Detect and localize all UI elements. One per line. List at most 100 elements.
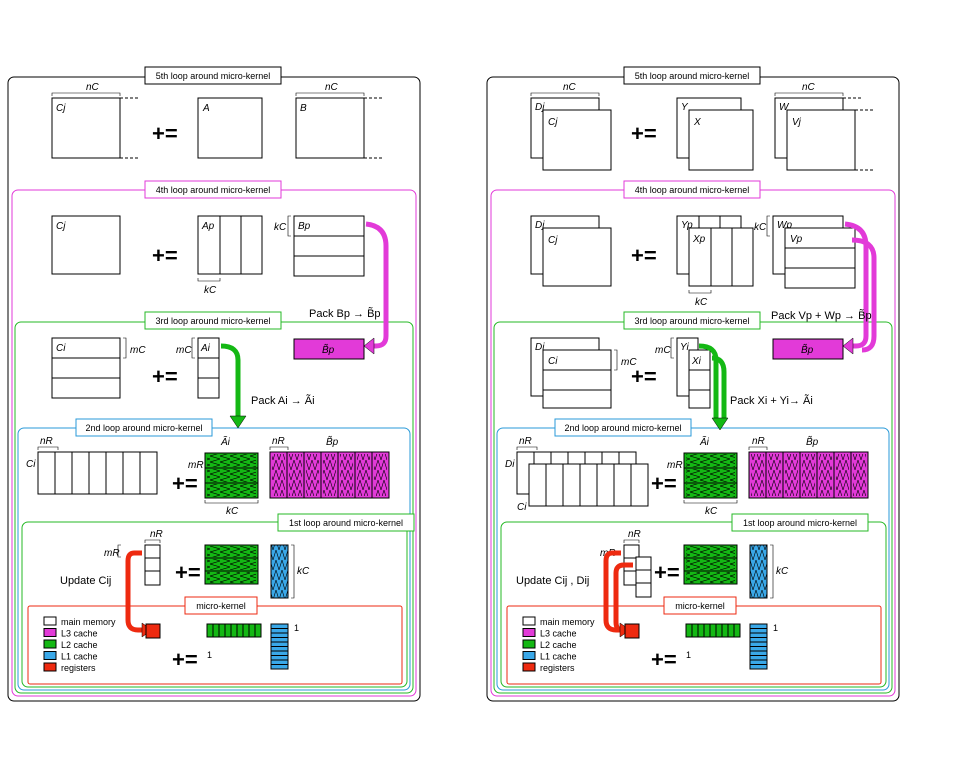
loop3-label-box [144,311,282,330]
r-nc-label-2: nC [802,82,816,93]
bp-tilde-zig [306,454,319,496]
nc-label-1: nC [86,82,100,93]
cij-column [144,544,161,586]
pack-b-label: Pack Bp → B̃p [309,307,381,320]
loop1-label: 1st loop around micro-kernel [289,518,403,528]
r-one-label-a: 1 [686,650,691,660]
bp-tilde-block [293,338,365,360]
kc-brace-ai [204,500,259,504]
r-bp-col-row [749,659,768,665]
plus-eq-4: += [172,471,198,496]
update-label: Update Cij [60,575,111,587]
r-ai-tilde-zig [686,454,735,467]
bp-col-row [270,655,289,661]
r-ai-tilde-zig [686,484,735,497]
ci-label: Ci [56,343,66,354]
ai-row-cell [212,623,220,638]
r-ai-row-cell [709,623,717,638]
cj-matrix-2 [51,215,121,275]
plus-eq-5: += [175,560,201,585]
r-loop1-frame [500,521,887,688]
ci-label-2: Ci [26,459,36,470]
ci-strip-cell [54,451,73,495]
r-nr-brace-3 [623,539,640,543]
loop5-label-box [144,66,282,85]
bp-col-row [270,637,289,643]
r-ci-label: Ci [548,356,558,367]
loop1-label-box [277,513,415,532]
a-matrix [197,97,263,159]
r-pack-a-arrow-2 [711,355,727,420]
legend-label: L1 cache [540,652,577,662]
r-loop2-label-box [554,418,692,437]
bp-col-row [270,632,289,638]
r-bp-col-row [749,664,768,670]
r-loop2-label: 2nd loop around micro-kernel [564,423,681,433]
r-bp-tilde-label: B̃p [801,343,814,356]
legend-label: registers [61,663,96,673]
r-bp-col-row [749,641,768,647]
r-ci-small-label: Ci [517,502,527,513]
r-nr-label-1: nR [519,436,532,447]
ci-strip-r-cell [579,463,598,507]
r-register-arrow-2 [613,562,633,633]
legend-label: main memory [61,617,116,627]
ai-micro-zig [207,546,256,557]
pack-a-arrowhead [229,415,247,429]
ai-row-register [206,623,262,638]
r-register-arrow-1 [603,550,622,633]
xi-panel [688,349,711,409]
vj-label: Vj [792,117,802,128]
r-loop2-frame [496,427,890,691]
loop2-label: 2nd loop around micro-kernel [85,423,202,433]
loop2-frame [17,427,411,691]
mc-label-ci: mC [130,345,146,356]
register-block [145,623,161,639]
a-label: A [202,103,210,114]
w-label: W [779,102,790,113]
ci-strip-r-cell [596,463,615,507]
ai-row-cell [236,623,244,638]
r-plus-eq-3: += [631,364,657,389]
nr-label-1: nR [40,436,53,447]
bp-tilde-label-2: B̃p [326,435,339,448]
r-bp-tilde-zig [768,454,781,496]
r-nc-label-1: nC [563,82,577,93]
r-ai-micro-zig [686,559,735,570]
legend-label: L3 cache [540,629,577,639]
r-kc-label-xp: kC [695,297,708,308]
r-ai-row-cell [721,623,729,638]
ai-tilde-zig [207,454,256,467]
bp-col-row [270,659,289,665]
r-plus-eq-1: += [631,121,657,146]
r-pack-b-arrowhead [842,337,854,355]
ci-strip-cell [105,451,124,495]
r-nc-brace-2 [774,92,844,96]
loop1-frame [21,521,408,688]
legend-swatch [522,651,536,660]
bp-tilde-strip [269,451,390,499]
bp-tilde-zig [340,454,353,496]
r-kc-brace-ai [683,500,738,504]
dj-label: Dj [535,102,545,113]
r-ai-micro-zig [686,546,735,557]
r-plus-eq-4: += [651,471,677,496]
loop3-label: 3rd loop around micro-kernel [155,316,270,326]
r-ai-row-cell [691,623,699,638]
ci-strip-r-cell [545,463,564,507]
pack-a-label: Pack Ai → Ãi [251,394,315,407]
r-bp-tilde-zig [802,454,815,496]
r-kc-brace-wp [766,215,770,237]
bp-tilde-zig [323,454,336,496]
r-ai-row-cell [703,623,711,638]
legend-label: registers [540,663,575,673]
ai-row-cell [230,623,238,638]
r-nr-label-3: nR [628,529,641,540]
bp-col-row [270,664,289,670]
r-ci-strip [528,463,649,507]
y-label: Y [681,102,689,113]
ci-strip-cell [139,451,158,495]
legend-swatch [43,662,57,672]
bp-tilde-label: B̃p [322,343,335,356]
kc-label-micro: kC [297,566,310,577]
